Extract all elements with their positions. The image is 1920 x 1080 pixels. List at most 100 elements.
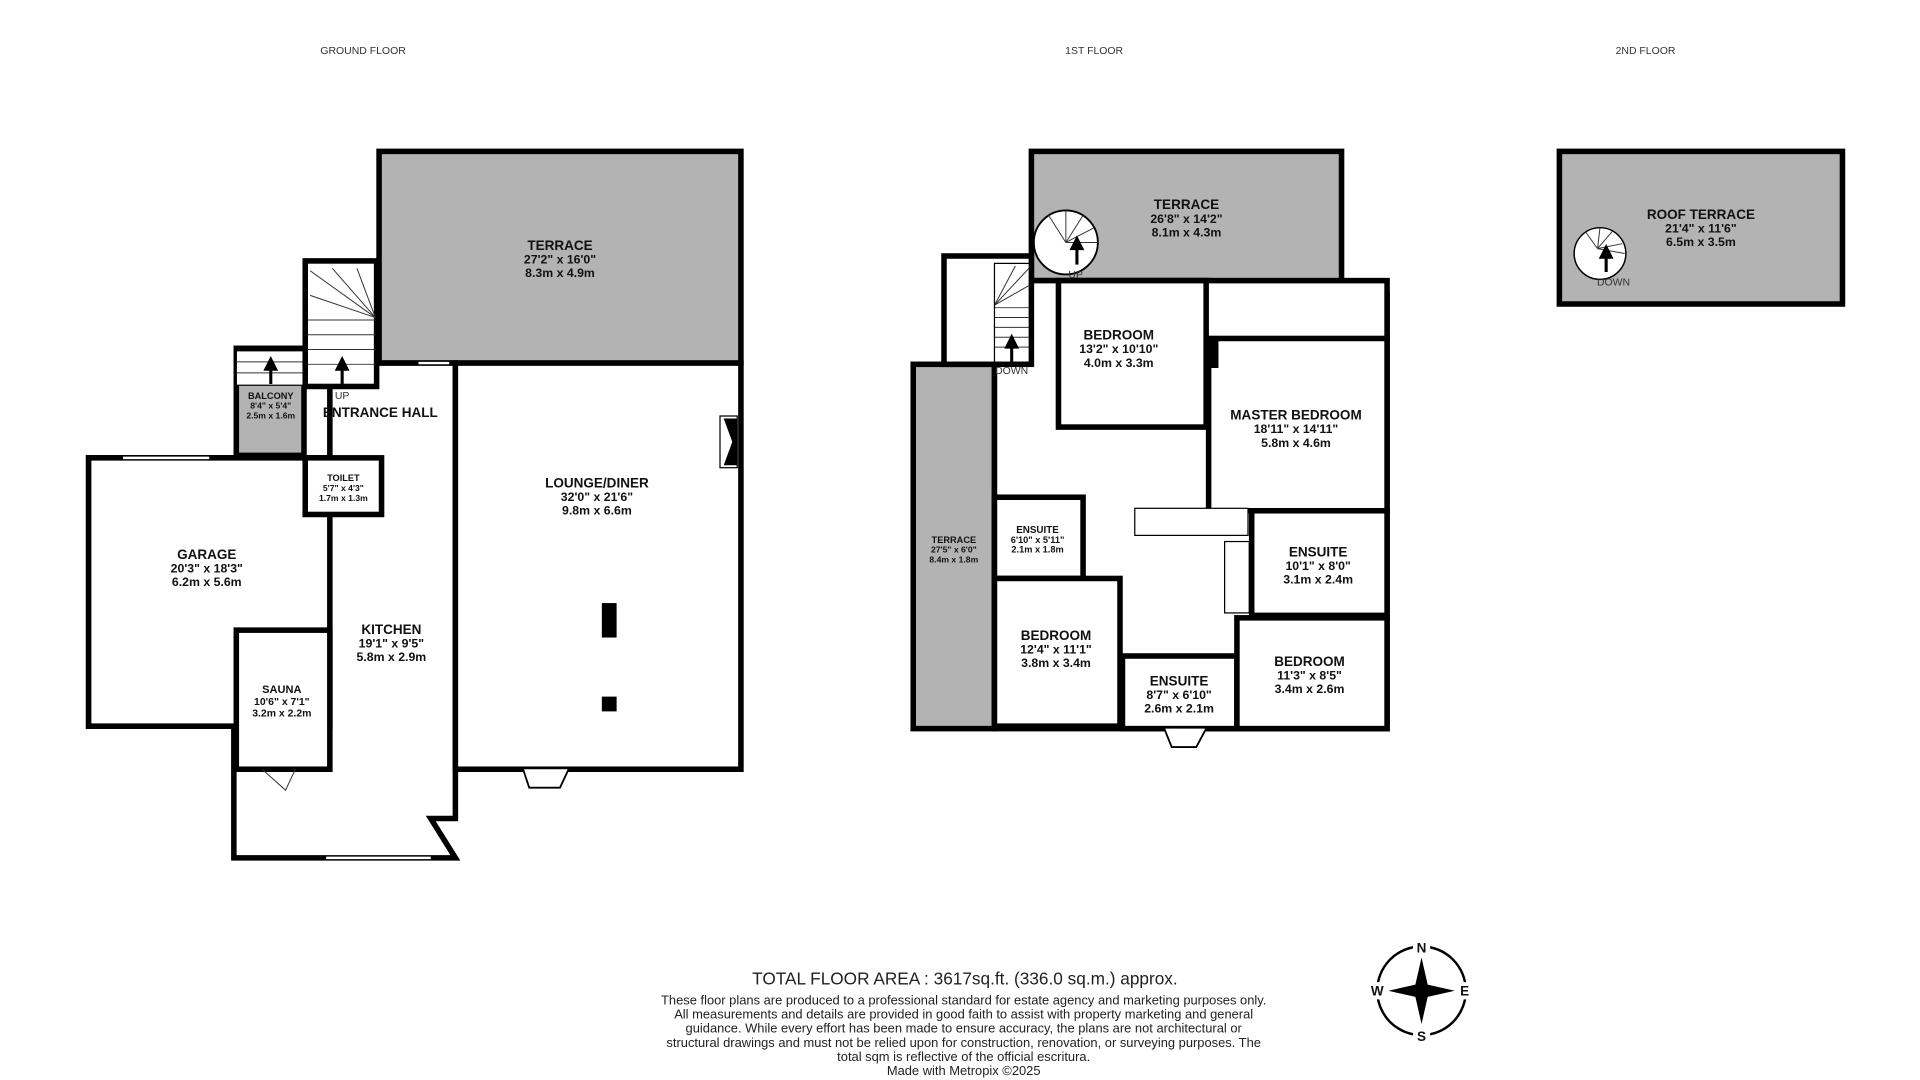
bedroom-3 (1234, 615, 1390, 732)
label-balcony: BALCONY 8'4" x 5'4" 2.5m x 1.6m (246, 391, 295, 421)
svg-text:W: W (1371, 984, 1384, 999)
label-roof-terrace: ROOF TERRACE 21'4" x 11'6" 6.5m x 3.5m (1647, 207, 1755, 249)
svg-text:GARAGE: GARAGE (177, 547, 236, 562)
svg-text:18'11" x 14'11": 18'11" x 14'11" (1254, 422, 1339, 436)
svg-text:BEDROOM: BEDROOM (1083, 328, 1154, 343)
ground-terrace (376, 148, 744, 366)
spiral-up-label: UP (1068, 270, 1083, 281)
svg-text:10'1" x 8'0": 10'1" x 8'0" (1285, 559, 1351, 573)
label-side-terrace: TERRACE 27'5" x 6'0" 8.4m x 1.8m (929, 535, 978, 565)
svg-text:2.6m x 2.1m: 2.6m x 2.1m (1144, 702, 1214, 716)
svg-text:20'3" x 18'3": 20'3" x 18'3" (171, 561, 243, 575)
toilet (302, 455, 385, 518)
svg-text:BEDROOM: BEDROOM (1274, 654, 1345, 669)
stair-arrow-icon (1598, 243, 1614, 272)
svg-text:5.8m x 2.9m: 5.8m x 2.9m (357, 650, 427, 664)
second-floor-title: 2ND FLOOR (1616, 46, 1676, 57)
svg-text:ENSUITE: ENSUITE (1289, 544, 1348, 559)
svg-text:21'4" x 11'6": 21'4" x 11'6" (1665, 222, 1737, 236)
svg-text:ENSUITE: ENSUITE (1150, 674, 1209, 689)
svg-text:guidance. While every effort h: guidance. While every effort has been ma… (686, 1021, 1243, 1036)
ground-floor-title: GROUND FLOOR (320, 46, 406, 57)
svg-text:32'0" x 21'6": 32'0" x 21'6" (561, 490, 633, 504)
label-toilet: TOILET 5'7" x 4'3" 1.7m x 1.3m (319, 473, 368, 503)
svg-text:TERRACE: TERRACE (527, 238, 592, 253)
door (261, 768, 296, 791)
label-master-bedroom: MASTER BEDROOM 18'11" x 14'11" 5.8m x 4.… (1230, 408, 1361, 450)
label-ensuite-2: ENSUITE 10'1" x 8'0" 3.1m x 2.4m (1283, 544, 1353, 586)
ensuite-1 (991, 494, 1086, 582)
stair-arrow-icon (263, 355, 350, 384)
label-kitchen: KITCHEN 19'1" x 9'5" 5.8m x 2.9m (357, 622, 427, 664)
bay-window (1163, 728, 1207, 748)
disclaimer: These floor plans are produced to a prof… (661, 992, 1266, 1078)
column (601, 696, 617, 712)
svg-text:10'6" x 7'1": 10'6" x 7'1" (254, 697, 310, 708)
label-garage: GARAGE 20'3" x 18'3" 6.2m x 5.6m (171, 547, 243, 589)
spiral-staircase (1573, 226, 1627, 281)
svg-text:27'5" x 6'0": 27'5" x 6'0" (931, 545, 977, 555)
svg-text:total sqm is reflective of the: total sqm is reflective of the official … (837, 1049, 1090, 1064)
svg-text:6.5m x 3.5m: 6.5m x 3.5m (1666, 235, 1736, 249)
svg-text:BALCONY: BALCONY (248, 391, 294, 401)
first-floor-plan: DOWN UP TERRACE 26'8" x 14'2" 8.1m x 4.3… (910, 148, 1390, 748)
svg-text:19'1" x 9'5": 19'1" x 9'5" (359, 636, 425, 650)
svg-text:3.8m x 3.4m: 3.8m x 3.4m (1021, 656, 1091, 670)
svg-text:13'2" x 10'10": 13'2" x 10'10" (1079, 342, 1158, 356)
stair-arrow-icon (1004, 333, 1020, 362)
label-lounge-diner: LOUNGE/DINER 32'0" x 21'6" 9.8m x 6.6m (545, 475, 649, 517)
svg-text:2.5m x 1.6m: 2.5m x 1.6m (246, 410, 295, 420)
label-ensuite-1: ENSUITE 6'10" x 5'11" 2.1m x 1.8m (1011, 525, 1065, 555)
bedroom-1 (1055, 277, 1209, 430)
second-floor-plan: DOWN ROOF TERRACE 21'4" x 11'6" 6.5m x 3… (1556, 148, 1846, 307)
sauna (233, 627, 333, 772)
compass-icon: N S W E (1368, 939, 1475, 1044)
svg-text:3.4m x 2.6m: 3.4m x 2.6m (1275, 682, 1345, 696)
svg-text:N: N (1417, 941, 1427, 956)
svg-text:8.4m x 1.8m: 8.4m x 1.8m (929, 554, 978, 564)
svg-text:TOILET: TOILET (327, 473, 360, 483)
svg-text:S: S (1417, 1029, 1426, 1044)
svg-text:These floor plans are produced: These floor plans are produced to a prof… (661, 992, 1266, 1007)
svg-text:1.7m x 1.3m: 1.7m x 1.3m (319, 493, 368, 503)
ground-floor-plan: TERRACE 27'2" x 16'0" 8.3m x 4.9m BALCON… (85, 148, 744, 861)
svg-text:11'3" x 8'5": 11'3" x 8'5" (1277, 668, 1342, 682)
svg-text:2.1m x 1.8m: 2.1m x 1.8m (1011, 545, 1063, 555)
first-floor-title: 1ST FLOOR (1065, 46, 1123, 57)
label-entrance-hall: ENTRANCE HALL (323, 405, 438, 420)
svg-text:TERRACE: TERRACE (932, 535, 977, 545)
svg-text:ENSUITE: ENSUITE (1016, 525, 1059, 536)
svg-text:LOUNGE/DINER: LOUNGE/DINER (545, 475, 649, 490)
svg-text:KITCHEN: KITCHEN (361, 622, 421, 637)
label-bedroom-3: BEDROOM 11'3" x 8'5" 3.4m x 2.6m (1274, 654, 1345, 696)
svg-text:6'10" x 5'11": 6'10" x 5'11" (1011, 535, 1065, 545)
svg-text:structural drawings and must n: structural drawings and must not be reli… (666, 1035, 1260, 1050)
label-bedroom-2: BEDROOM 12'4" x 11'1" 3.8m x 3.4m (1020, 628, 1092, 670)
side-terrace (910, 361, 998, 732)
bay-window (522, 768, 570, 789)
ensuite-2 (1248, 508, 1390, 619)
svg-text:MASTER BEDROOM: MASTER BEDROOM (1230, 408, 1361, 423)
svg-text:12'4" x 11'1": 12'4" x 11'1" (1020, 643, 1092, 657)
label-first-terrace: TERRACE 26'8" x 14'2" 8.1m x 4.3m (1150, 197, 1222, 239)
svg-text:E: E (1460, 984, 1469, 999)
label-sauna: SAUNA 10'6" x 7'1" 3.2m x 2.2m (252, 684, 311, 719)
label-bedroom-1: BEDROOM 13'2" x 10'10" 4.0m x 3.3m (1079, 328, 1158, 370)
svg-text:5.8m x 4.6m: 5.8m x 4.6m (1261, 436, 1331, 450)
svg-text:All measurements and details a: All measurements and details are provide… (674, 1006, 1253, 1021)
svg-text:9.8m x 6.6m: 9.8m x 6.6m (562, 503, 632, 517)
svg-text:3.1m x 2.4m: 3.1m x 2.4m (1283, 572, 1353, 586)
svg-text:ROOF TERRACE: ROOF TERRACE (1647, 207, 1755, 222)
made-with-credit: Made with Metropix ©2025 (887, 1063, 1041, 1078)
label-ground-terrace: TERRACE 27'2" x 16'0" 8.3m x 4.9m (524, 238, 596, 280)
master-bedroom (1205, 335, 1390, 514)
bedroom-2 (991, 575, 1123, 729)
svg-text:TERRACE: TERRACE (1154, 197, 1219, 212)
svg-text:5'7" x 4'3": 5'7" x 4'3" (323, 483, 364, 493)
label-ensuite-3: ENSUITE 8'7" x 6'10" 2.6m x 2.1m (1144, 674, 1214, 716)
fireplace-icon (723, 418, 738, 466)
column (601, 603, 617, 638)
svg-text:BEDROOM: BEDROOM (1021, 628, 1092, 643)
svg-text:26'8" x 14'2": 26'8" x 14'2" (1150, 212, 1222, 226)
